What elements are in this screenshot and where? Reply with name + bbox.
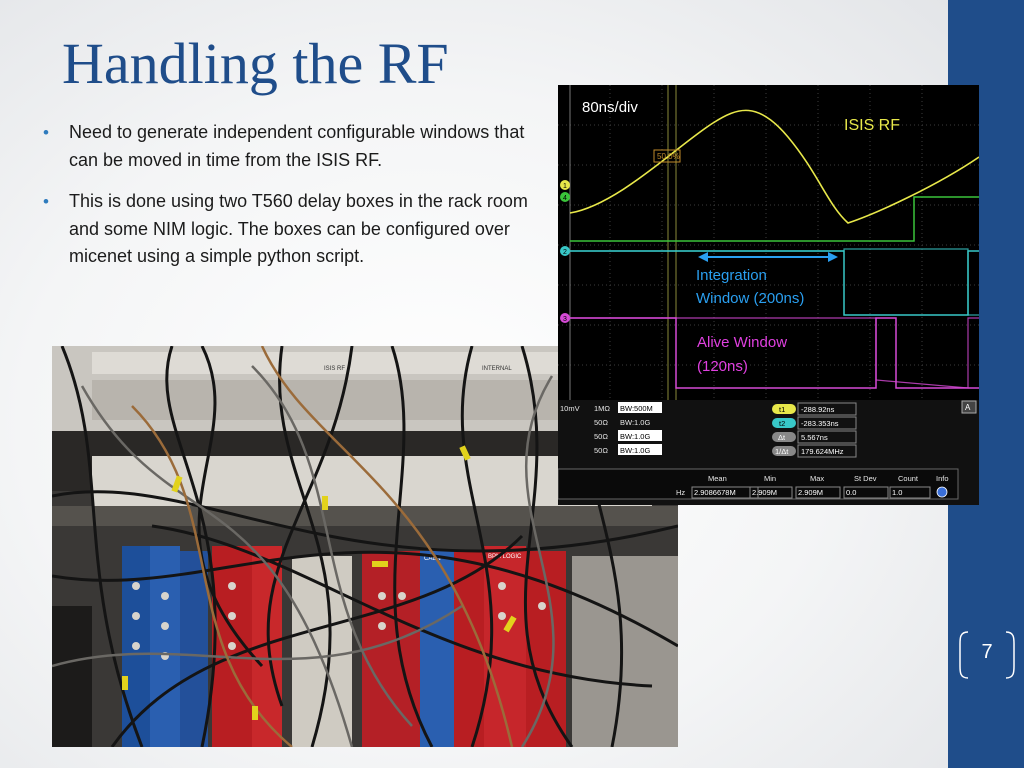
bullet-item: • Need to generate independent configurab… — [42, 119, 537, 174]
rack-label-internal: INTERNAL — [482, 366, 512, 372]
channel-bw-2: BW:1.0G — [620, 418, 650, 427]
slide-title: Handling the RF — [62, 31, 449, 96]
rack-label-caen: CAEN — [424, 556, 441, 562]
stats-min: 2.909M — [752, 488, 777, 497]
cursor-value-t2: -283.353ns — [801, 419, 839, 428]
alive-window-label-2: (120ns) — [697, 358, 748, 375]
bullet-item: • This is done using two T560 delay boxes… — [42, 188, 537, 271]
page-number: 7 — [981, 641, 993, 663]
channel-imp-2: 50Ω — [594, 418, 608, 427]
rack-label-bpm: BPM LOGIC — [488, 554, 522, 560]
stats-header-mean: Mean — [708, 474, 727, 483]
rack-label-isis: ISIS RF — [324, 366, 345, 372]
channel-imp-3: 50Ω — [594, 432, 608, 441]
channel-marker-1: 1 — [563, 183, 567, 190]
channel-marker-4: 4 — [563, 195, 567, 202]
oscilloscope-screenshot: 1 4 2 3 50.0% 80ns/div ISIS RF Integrati… — [558, 85, 979, 505]
cursor-value-t1: -288.92ns — [801, 405, 835, 414]
page-number-frame — [959, 631, 1015, 679]
cursor-value-inv: 179.624MHz — [801, 447, 844, 456]
cursor-tag-delta: Δt — [778, 433, 786, 442]
channel-scale-1: 10mV — [560, 404, 580, 413]
info-icon — [936, 486, 948, 498]
channel-bw-3: BW:1.0G — [620, 432, 650, 441]
channel-bw-1: BW:500M — [620, 404, 653, 413]
bullet-dot-icon: • — [43, 123, 49, 142]
stats-header-count: Count — [898, 474, 919, 483]
channel-imp-1: 1MΩ — [594, 404, 610, 413]
channel-bw-4: BW:1.0G — [620, 446, 650, 455]
cursor-tag-t2: t2 — [779, 419, 785, 428]
alive-window-label-1: Alive Window — [697, 334, 787, 351]
timebase-label: 80ns/div — [582, 99, 638, 116]
trigger-level-label: 50.0% — [657, 152, 680, 161]
cursor-tag-t1: t1 — [779, 405, 785, 414]
channel-marker-3: 3 — [563, 316, 567, 323]
stats-header-min: Min — [764, 474, 776, 483]
stats-mean: 2.9086678M — [694, 488, 736, 497]
isis-rf-label: ISIS RF — [844, 117, 900, 134]
bullet-list: • Need to generate independent configurab… — [42, 119, 537, 285]
channel-marker-2: 2 — [563, 249, 567, 256]
stats-count: 1.0 — [892, 488, 902, 497]
stats-max: 2.909M — [798, 488, 823, 497]
stats-stdev: 0.0 — [846, 488, 856, 497]
channel-imp-4: 50Ω — [594, 446, 608, 455]
stats-header-stdev: St Dev — [854, 474, 877, 483]
stats-unit: Hz — [676, 488, 685, 497]
integration-window-label-1: Integration — [696, 267, 767, 284]
integration-window-label-2: Window (200ns) — [696, 290, 804, 307]
stats-header-info: Info — [936, 474, 949, 483]
stats-header-max: Max — [810, 474, 824, 483]
scope-corner-button: A — [965, 403, 971, 412]
cursor-value-delta: 5.567ns — [801, 433, 828, 442]
bullet-text: Need to generate independent configurabl… — [69, 122, 525, 170]
cursor-tag-inv: 1/Δt — [775, 447, 789, 456]
bullet-dot-icon: • — [43, 192, 49, 211]
bullet-text: This is done using two T560 delay boxes … — [69, 191, 528, 266]
